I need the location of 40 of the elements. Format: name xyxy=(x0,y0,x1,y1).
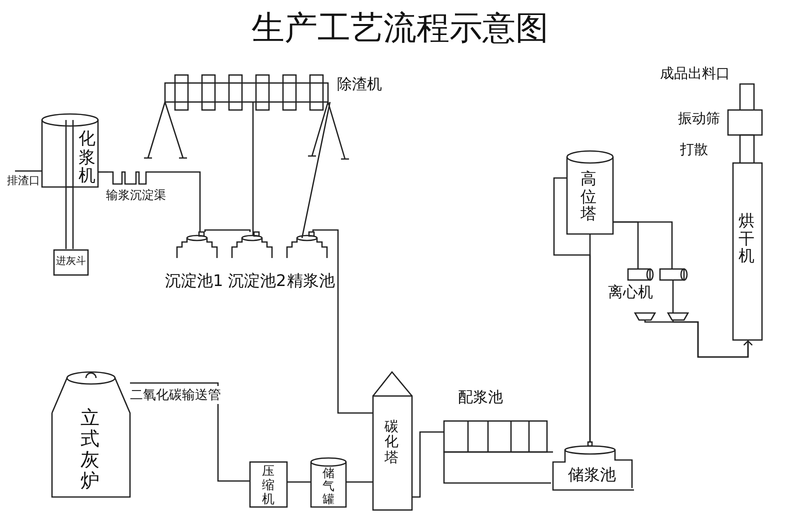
equipment-label: 输浆沉淀渠 xyxy=(106,189,166,202)
pipe-line xyxy=(613,221,673,269)
equipment-label: 化浆机 xyxy=(78,130,96,186)
pipe-line xyxy=(204,229,251,232)
pipe-line xyxy=(672,280,753,358)
pipe-line xyxy=(412,431,444,498)
pipe-line xyxy=(98,171,108,173)
equipment-label: 离心机 xyxy=(608,284,653,300)
equipment-label: 成品出料口 xyxy=(660,67,730,82)
pipe-line xyxy=(287,481,311,483)
pipe-line xyxy=(312,229,373,414)
equipment-label: 进灰斗 xyxy=(56,256,86,267)
pipe-line xyxy=(301,102,331,238)
equipment-label: 立式灰炉 xyxy=(80,408,100,492)
equipment-label: 烘干机 xyxy=(738,212,755,265)
pipe-line xyxy=(65,186,74,250)
pipe-line xyxy=(553,177,591,442)
pipe-line xyxy=(346,481,373,483)
pipe-line xyxy=(252,102,254,235)
equipment-label: 配浆池 xyxy=(458,389,503,406)
pipe-line xyxy=(739,83,755,111)
equipment-label: 振动筛 xyxy=(678,112,720,128)
equipment-label: 排渣口 xyxy=(7,175,40,188)
equipment-label: 高位塔 xyxy=(580,170,597,223)
edge-label: 二氧化碳输送管 xyxy=(130,386,221,404)
pipe-line xyxy=(130,382,250,482)
equipment-label: 压缩机 xyxy=(262,464,276,506)
pipe-line xyxy=(15,170,42,172)
equipment-label: 储浆池 xyxy=(568,466,616,484)
pipe-line xyxy=(739,134,755,164)
equipment-label: 碳化塔 xyxy=(384,420,399,466)
process-note: 打散 xyxy=(680,141,708,159)
equipment-label: 除渣机 xyxy=(337,76,382,92)
pipe-line xyxy=(547,451,553,453)
equipment-label: 储气罐 xyxy=(322,467,335,507)
equipment-label: 精浆池 xyxy=(287,272,335,290)
title: 生产工艺流程示意图 xyxy=(250,7,550,49)
pipe-line xyxy=(150,171,201,232)
equipment-label: 沉淀池1 xyxy=(165,272,224,290)
equipment-label: 沉淀池2 xyxy=(228,272,286,290)
